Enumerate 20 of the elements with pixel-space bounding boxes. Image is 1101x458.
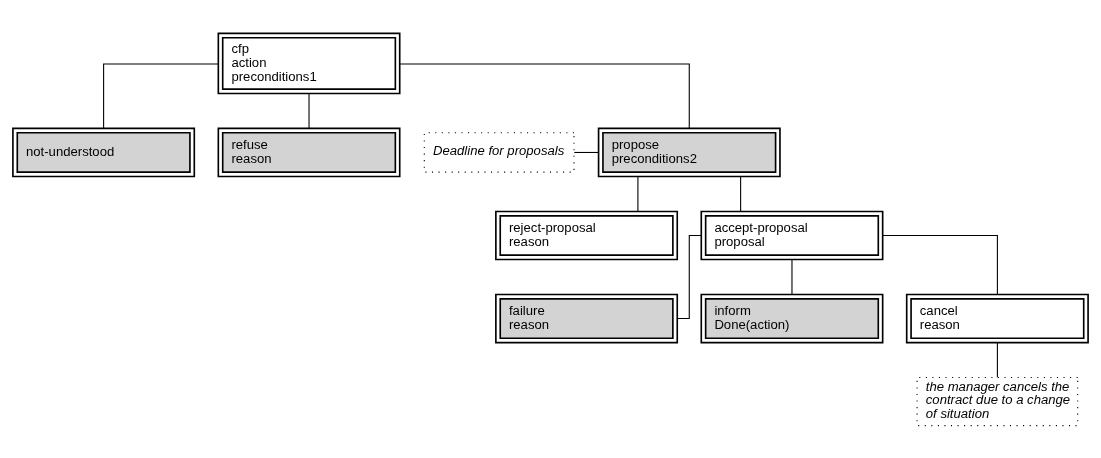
connector — [996, 341, 998, 378]
connector — [573, 151, 599, 153]
node-box: accept-proposal proposal — [700, 210, 884, 260]
connector — [399, 62, 690, 129]
node-box: cancel reason — [905, 293, 1089, 343]
node-box: Deadline for proposals — [423, 131, 575, 173]
node-box: failure reason — [495, 293, 679, 343]
node-box: the manager cancels the contract due to a change of situation — [916, 376, 1079, 426]
connector — [308, 92, 310, 129]
node-box: not-understood — [12, 127, 196, 177]
connector — [637, 175, 639, 212]
connector — [740, 175, 742, 212]
node-box: propose preconditions2 — [597, 127, 781, 177]
node-box: cfp action preconditions1 — [217, 32, 401, 94]
connector — [882, 234, 998, 295]
node-box: refuse reason — [217, 127, 401, 177]
node-box: reject-proposal reason — [495, 210, 679, 260]
connector — [791, 258, 793, 295]
node-box: inform Done(action) — [700, 293, 884, 343]
connector — [103, 62, 219, 129]
